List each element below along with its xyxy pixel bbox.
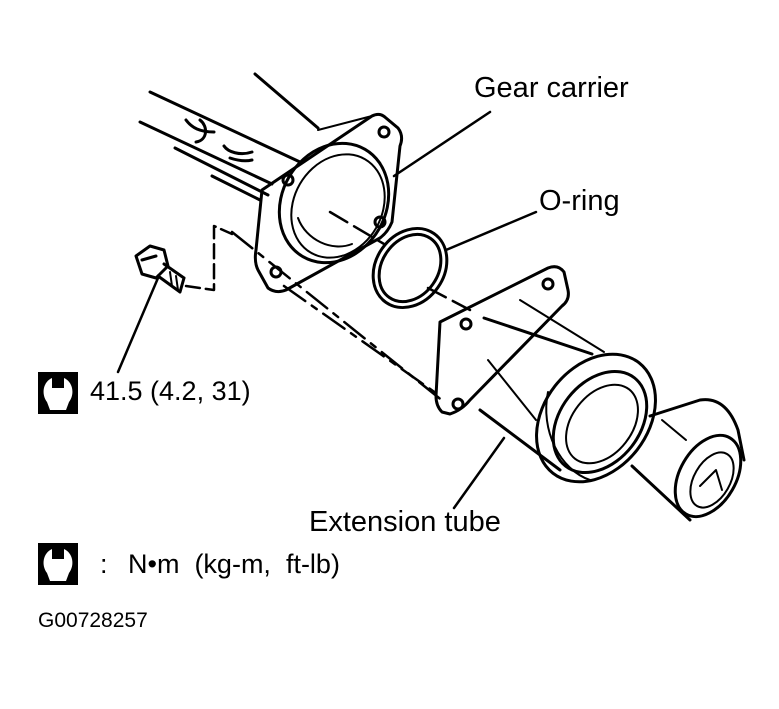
legend-separator: : <box>100 549 108 579</box>
flange-bolt-part <box>134 244 186 294</box>
gear-carrier-housing <box>138 72 320 202</box>
extension-tube-label: Extension tube <box>309 506 501 538</box>
assembly-centerlines <box>184 210 472 404</box>
torque-units-legend: N•m (kg-m, ft-lb) <box>128 549 340 579</box>
leader-lines <box>116 110 538 510</box>
torque-value: 41.5 (4.2, 31) <box>90 376 251 406</box>
gear-carrier-label: Gear carrier <box>474 72 629 104</box>
torque-wrench-icon <box>38 543 78 590</box>
extension-tube-part <box>434 265 746 522</box>
figure-code: G00728257 <box>38 609 148 632</box>
o-ring-label: O-ring <box>539 185 620 217</box>
o-ring-part <box>371 226 449 310</box>
torque-wrench-icon <box>38 372 78 419</box>
gear-carrier-flange <box>253 112 404 294</box>
